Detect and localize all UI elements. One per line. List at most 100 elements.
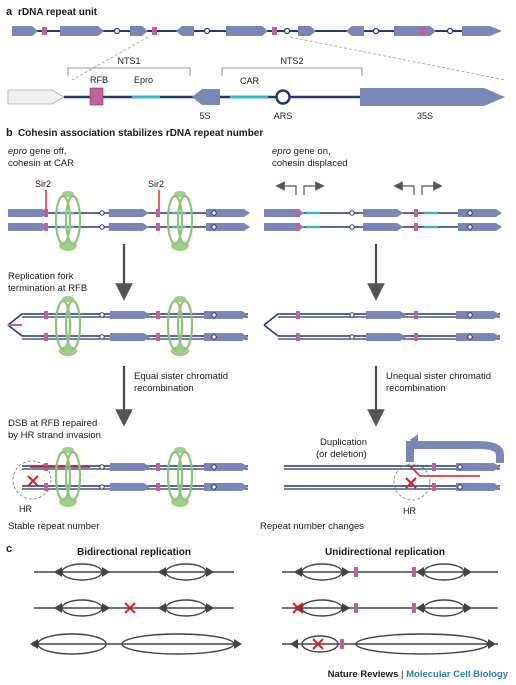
cohesin-head [174,447,186,453]
fork-arrowhead [102,603,110,613]
rfb-site [432,483,436,491]
ars-site [113,27,121,35]
hr-circle [12,460,52,500]
fork-arrowhead [54,567,62,577]
gene-arrow [458,223,502,231]
sister-chromatids-right-row1 [264,209,502,231]
gene-arrow [110,311,150,319]
ars-site [99,210,105,216]
gene-arrow [226,26,268,36]
rfb-site [354,603,358,613]
fork-arrowhead [206,567,214,577]
rfb-site [44,311,48,319]
gene-arrow [12,26,38,36]
zoom-guide-line [289,36,506,81]
gene-arrow [60,26,104,36]
unidirectional-title: Unidirectional replication [325,547,445,558]
gene-arrow [176,26,194,36]
rfb-site [414,333,418,341]
ars-site [211,224,217,230]
rfb-site [44,223,48,231]
sister-chromatids-left-row3 [12,447,248,507]
dsb-cross [27,475,39,487]
fork-arrowhead [30,639,38,649]
panel-a-title: rDNA repeat unit [18,7,98,18]
fork-arrowhead [206,603,214,613]
panel-b-title: Cohesin association stabilizes rDNA repe… [18,128,263,139]
cohesin-head [62,296,74,302]
ars-site [99,312,105,318]
dna-strand [263,324,500,337]
gene-arrow [456,463,500,471]
fork-arrowhead [234,639,242,649]
cohesin-head [174,191,186,197]
rfb-site [412,567,416,577]
panel-a: a rDNA repeat unit [6,6,506,121]
rfb-site [156,311,160,319]
gene-arrow [363,223,404,231]
gene-arrow [458,209,502,217]
gene-arrow [108,209,149,217]
gene-arrow [410,434,418,446]
gene-arrow [346,26,364,36]
gene-arrow [110,463,150,471]
ars-site [349,210,355,216]
ars-site [211,464,217,470]
sir2-label-left: Sir2 [35,179,51,189]
cohesin-head [62,191,74,197]
transcription-arrow [393,181,415,195]
left-heading-rest: gene off, [27,146,66,157]
sister-chromatids-right-row3 [284,434,504,501]
fork-arrowhead [54,603,62,613]
epro-gene-italic: epro [272,146,291,157]
ars-site [446,27,454,35]
transcription-arrow [303,181,325,195]
cohesin-ring [176,194,194,246]
gene-arrow [456,311,500,319]
fork-arrowhead [294,567,302,577]
panel-b-letter: b [6,127,13,139]
ars-site [372,27,380,35]
cohesin-ring [64,194,82,246]
ars-site [99,484,105,490]
cohesin-ring [64,299,82,351]
rfb-site [412,603,416,613]
gene-arrow [366,333,406,341]
ars-site [203,27,211,35]
ars-site [211,484,217,490]
epro-label: Epro [134,75,153,85]
gene-arrow [8,223,48,231]
duplication-line1: Duplication [320,437,367,448]
rfb-site [414,311,418,319]
ars-site [99,224,105,230]
rfb-site [152,27,157,35]
ars-site [211,312,217,318]
rfb-site [296,333,300,341]
equal-recombination-line1: Equal sister chromatid [134,371,228,382]
dna-strand [7,313,248,326]
ars-site [211,334,217,340]
ars-site [99,334,105,340]
cohesin-head [174,296,186,302]
gene-arrow [108,223,149,231]
dna-strand [263,313,500,326]
gene-arrow [204,483,248,491]
ars-site [283,27,291,35]
unequal-recombination-line2: recombination [386,383,446,394]
journal-name: Nature Reviews [328,669,399,680]
cohesin-foot [59,497,77,507]
cohesin-foot [59,346,77,356]
rfb-site [42,27,47,35]
35s-label: 35S [417,111,433,121]
panel-c-letter: c [6,543,12,555]
cohesin-foot [171,241,189,251]
equal-recombination-line2: recombination [134,383,194,394]
rfb-site [44,209,48,217]
gene-arrow [204,333,248,341]
panel-c: c Bidirectional replication Unidirection… [6,543,498,655]
rfb-site [432,463,436,471]
rfb-site [156,463,160,471]
fork-arrowhead [464,603,472,613]
rfb-site [414,223,418,231]
rfb-site [296,223,300,231]
